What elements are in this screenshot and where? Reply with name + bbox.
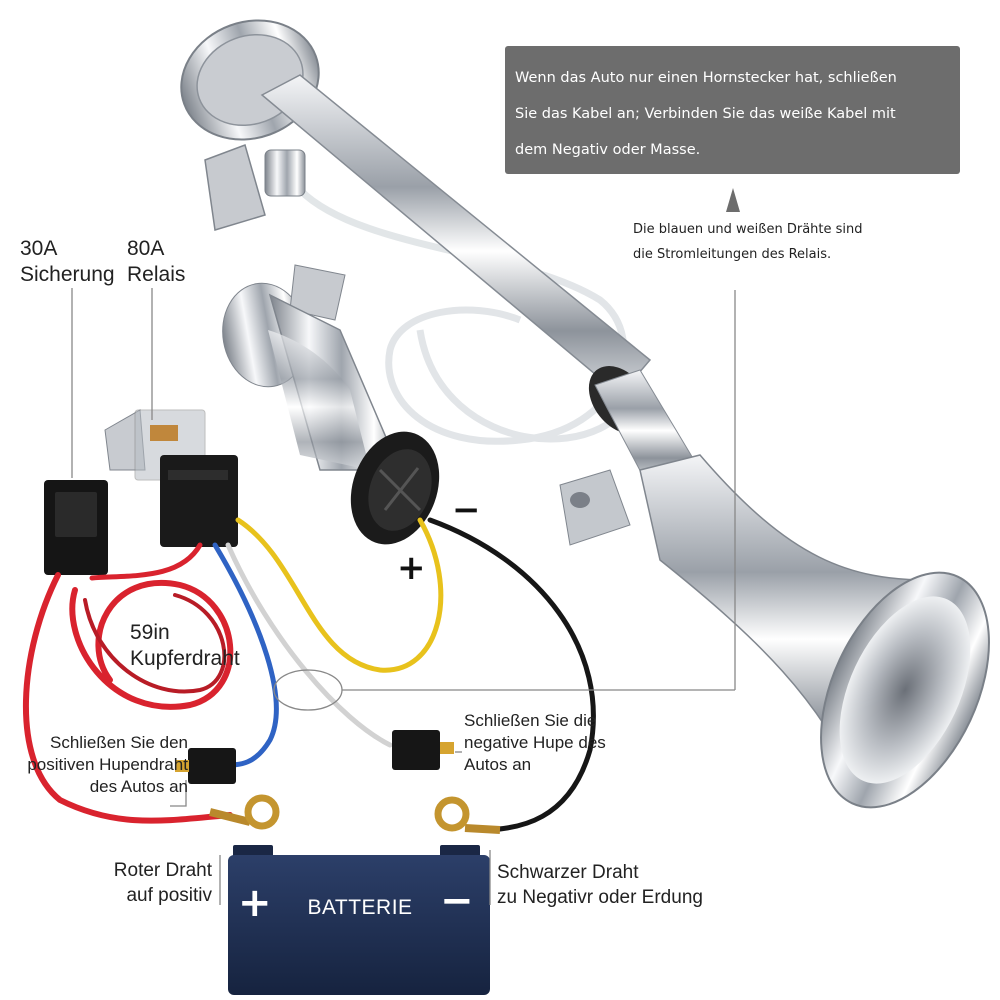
fuse-amp: 30A bbox=[20, 237, 58, 260]
positive-terminal bbox=[209, 794, 280, 830]
callout-box bbox=[505, 46, 960, 174]
negative-horn-label: Schließen Sie die negative Hupe des Auto… bbox=[464, 710, 606, 776]
positive-horn-connector bbox=[188, 748, 236, 784]
fuse-name: Sicherung bbox=[20, 263, 115, 286]
callout-line-2: Sie das Kabel an; Verbinden Sie das weiß… bbox=[515, 106, 896, 122]
black-wire bbox=[427, 517, 596, 833]
battery-plus-sign: + bbox=[238, 880, 272, 926]
callout-text: Wenn das Auto nur einen Hornstecker hat,… bbox=[515, 60, 955, 168]
compressor-plus-sign: + bbox=[397, 548, 426, 588]
pointer-lines bbox=[71, 288, 736, 905]
relay-name: Relais bbox=[127, 263, 186, 286]
positive-horn-line-1: Schließen Sie den bbox=[50, 733, 188, 752]
white-wire bbox=[225, 542, 393, 748]
positive-horn-line-2: positiven Hupendraht bbox=[27, 755, 188, 774]
callout-line-3: dem Negativ oder Masse. bbox=[515, 142, 701, 158]
black-wire-line-2: zu Negativr oder Erdung bbox=[497, 887, 703, 908]
compressor-minus-sign: − bbox=[452, 490, 481, 530]
callout-arrow bbox=[726, 188, 740, 212]
battery bbox=[228, 845, 490, 995]
red-wire-coil bbox=[69, 580, 234, 710]
red-wire-line-1: Roter Draht bbox=[113, 860, 212, 881]
wire-length: 59in bbox=[130, 621, 170, 644]
relay-wires-line-1: Die blauen und weißen Drähte sind bbox=[633, 222, 863, 237]
compressor bbox=[222, 264, 440, 545]
callout-line-1: Wenn das Auto nur einen Hornstecker hat,… bbox=[515, 70, 897, 86]
relay-amp: 80A bbox=[127, 237, 165, 260]
negative-horn-line-3: Autos an bbox=[464, 755, 532, 774]
trumpet-horn bbox=[180, 19, 990, 809]
blue-wire bbox=[212, 542, 279, 768]
negative-horn-line-2: negative Hupe des bbox=[464, 733, 606, 752]
red-wire-line-2: auf positiv bbox=[126, 885, 212, 906]
wire-length-label: 59in Kupferdraht bbox=[130, 620, 240, 672]
relay-wires-label: Die blauen und weißen Drähte sind die St… bbox=[633, 220, 863, 264]
relay-wires-line-2: die Stromleitungen des Relais. bbox=[633, 247, 832, 262]
positive-horn-line-3: des Autos an bbox=[89, 777, 188, 796]
positive-horn-label: Schließen Sie den positiven Hupendraht d… bbox=[10, 732, 188, 798]
negative-horn-connector bbox=[392, 730, 440, 770]
relay bbox=[104, 409, 238, 547]
black-wire-label: Schwarzer Draht zu Negativr oder Erdung bbox=[497, 860, 703, 910]
fuse-label: 30A Sicherung bbox=[20, 236, 115, 288]
red-wire-label: Roter Draht auf positiv bbox=[96, 858, 212, 908]
yellow-wire bbox=[235, 517, 444, 673]
black-wire-line-1: Schwarzer Draht bbox=[497, 862, 639, 883]
battery-minus-sign: − bbox=[440, 878, 474, 924]
negative-horn-line-1: Schließen Sie die bbox=[464, 711, 597, 730]
red-wire bbox=[22, 572, 233, 824]
wire-name: Kupferdraht bbox=[130, 647, 240, 670]
fuse-holder bbox=[44, 480, 108, 575]
battery-label: BATTERIE bbox=[307, 896, 413, 919]
relay-label: 80A Relais bbox=[127, 236, 185, 288]
negative-terminal bbox=[434, 796, 501, 834]
